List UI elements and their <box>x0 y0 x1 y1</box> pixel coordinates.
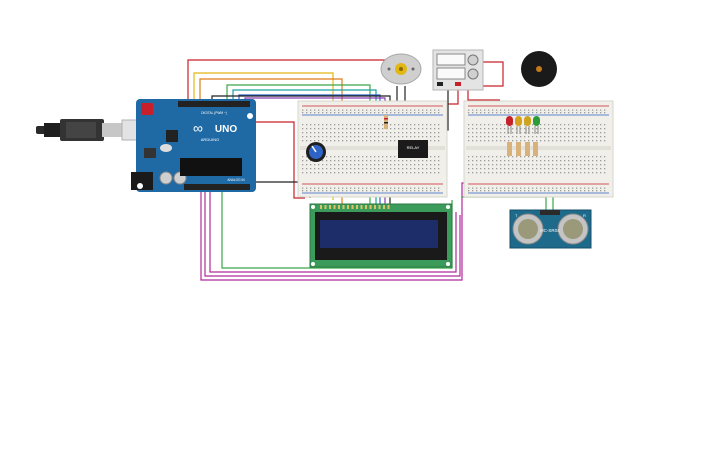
arduino-brand-label: UNO <box>215 124 237 135</box>
ultrasonic-label-t: T <box>515 213 518 218</box>
led-1[interactable] <box>506 116 513 134</box>
led-3[interactable] <box>524 116 531 134</box>
arduino-silk-analog: ANALOG IN <box>227 178 245 182</box>
wire-red-motor[interactable] <box>187 59 398 100</box>
lcd-screen <box>320 220 438 248</box>
potentiometer[interactable] <box>306 142 326 162</box>
ultrasonic-label-r: R <box>583 213 586 218</box>
arduino-uno[interactable]: ∞ UNO ARDUINO DIGITAL (PWM ~) ANALOG IN <box>131 99 256 192</box>
arduino-silk-digital: DIGITAL (PWM ~) <box>201 111 227 115</box>
wire-green-sensor[interactable] <box>462 196 547 210</box>
piezo-buzzer[interactable] <box>521 51 557 87</box>
lcd-16x2[interactable] <box>309 203 453 268</box>
arduino-sub-label: ARDUINO <box>201 137 219 142</box>
wire-magenta-1[interactable] <box>204 185 461 277</box>
led-2[interactable] <box>515 116 522 134</box>
power-supply[interactable] <box>432 49 484 91</box>
dc-motor[interactable] <box>380 53 422 85</box>
led-resistors <box>507 142 538 156</box>
breadboard-right[interactable] <box>463 100 614 198</box>
arduino-logo: ∞ <box>193 120 203 136</box>
led-4[interactable] <box>533 116 540 134</box>
wire-magenta-2[interactable] <box>209 185 457 273</box>
relay-label: RELAY <box>407 145 420 150</box>
ultrasonic-model-label: HC-SR04 <box>540 228 560 233</box>
ultrasonic-sensor[interactable]: T R HC-SR04 <box>509 209 592 249</box>
lcd-header-pins <box>320 205 390 209</box>
breadboard-right-holes <box>468 109 606 192</box>
resistor-left[interactable] <box>384 115 388 129</box>
wire-red-2[interactable] <box>256 121 305 199</box>
wire-power-red-2[interactable] <box>467 86 500 101</box>
relay[interactable]: RELAY <box>398 140 428 158</box>
wire-buzzer-red[interactable] <box>468 61 504 87</box>
led-group <box>506 116 540 134</box>
